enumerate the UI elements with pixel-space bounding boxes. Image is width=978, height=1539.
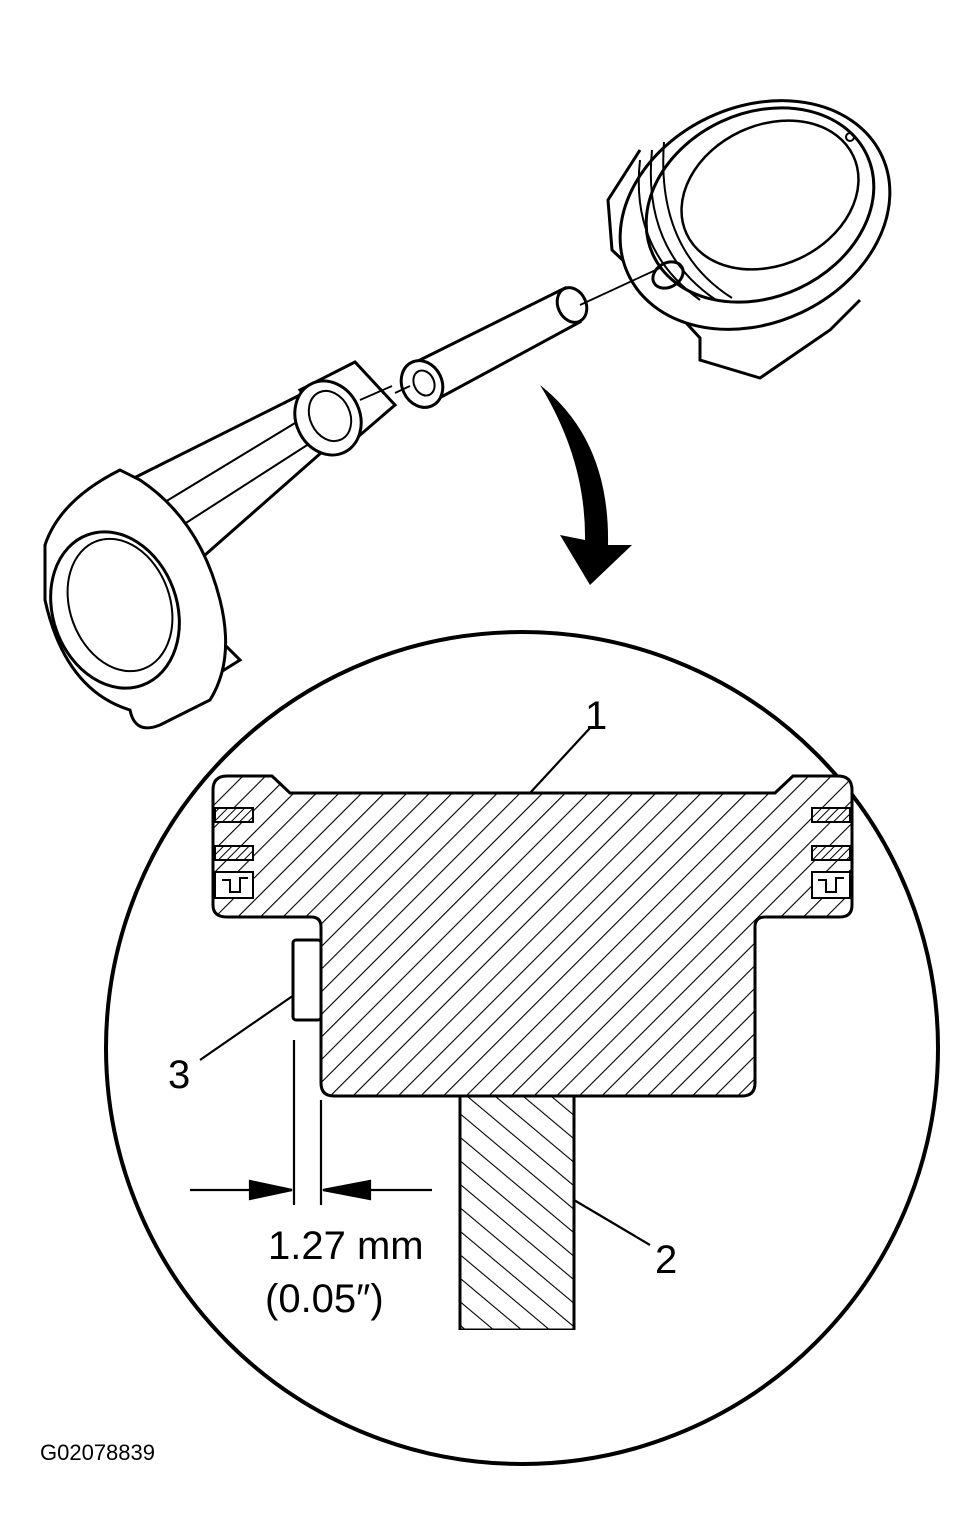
figure-id: G02078839 [40, 1440, 155, 1465]
piston-section [211, 774, 854, 1098]
dimension-imperial: (0.05″) [265, 1277, 384, 1321]
rod-section [458, 1094, 576, 1332]
callout-2: 2 [655, 1238, 678, 1282]
callout-3: 3 [168, 1053, 191, 1097]
dimension-metric: 1.27 mm [268, 1224, 424, 1268]
bushing-section [291, 938, 323, 1022]
piston-exploded-view [606, 99, 892, 380]
dimension-lines [190, 1040, 432, 1205]
detail-arrow [540, 385, 632, 585]
callout-1: 1 [585, 694, 608, 738]
leader-lines [199, 727, 651, 1246]
connecting-rod [43, 360, 398, 730]
wrist-pin [394, 267, 661, 409]
